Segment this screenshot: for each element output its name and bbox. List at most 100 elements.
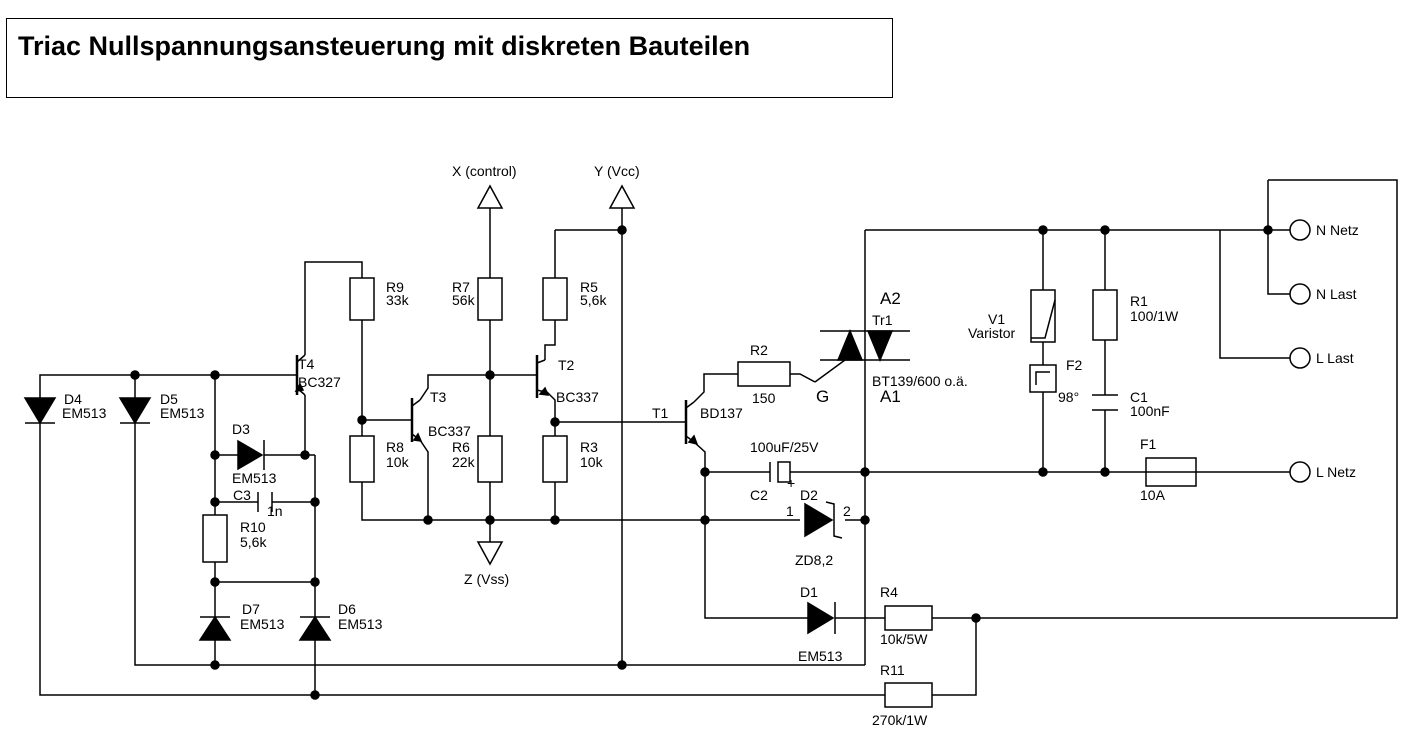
diode-d4: D4 EM513: [23, 391, 107, 425]
t3-value: BC337: [428, 423, 471, 439]
r3-value: 10k: [580, 454, 604, 470]
zener-diode-d2: D2 1 2 ZD8,2: [786, 487, 851, 568]
transistor-t1: T1 BD137: [652, 400, 743, 446]
d5-value: EM513: [160, 405, 205, 421]
d5-name: D5: [160, 391, 178, 407]
terminal-l-last: L Last: [1289, 347, 1354, 369]
v1-value: Varistor: [968, 325, 1016, 341]
port-y-label: Y (Vcc): [594, 163, 640, 179]
r8-name: R8: [386, 439, 404, 455]
terminal-l-netz-label: L Netz: [1316, 464, 1356, 480]
d6-name: D6: [338, 601, 356, 617]
junction-dots: [130, 225, 1273, 700]
t1-value: BD137: [700, 405, 743, 421]
d1-name: D1: [800, 584, 818, 600]
r2-name: R2: [750, 342, 768, 358]
transistor-t2: T2 BC337: [535, 355, 599, 405]
r9-value: 33k: [386, 292, 410, 308]
resistor-r8: R8 10k: [349, 435, 410, 483]
d2-pin1: 1: [786, 503, 794, 519]
diode-d6: D6 EM513: [298, 601, 383, 641]
t4-name: T4: [298, 356, 315, 372]
r6-name: R6: [452, 439, 470, 455]
r8-value: 10k: [386, 454, 410, 470]
c3-name: C3: [233, 487, 251, 503]
d7-name: D7: [242, 601, 260, 617]
terminal-l-netz: L Netz: [1289, 461, 1356, 483]
r4-value: 10k/5W: [880, 631, 928, 647]
r7-name: R7: [452, 279, 470, 295]
transistor-t4: T4 BC327: [294, 354, 341, 396]
port-z-label: Z (Vss): [464, 571, 509, 587]
capacitor-c1: C1 100nF: [1092, 389, 1170, 419]
port-z: Z (Vss): [464, 541, 509, 587]
thermal-fuse-f2: F2 98°: [1029, 357, 1083, 405]
triac-tr1: A2 Tr1 BT139/600 o.ä. A1 G: [814, 289, 968, 406]
resistor-r9: R9 33k: [349, 277, 410, 321]
t1-name: T1: [652, 405, 669, 421]
wires: [39, 179, 1398, 696]
resistor-r7: R7 56k: [452, 277, 503, 321]
r4-name: R4: [880, 584, 898, 600]
tr1-g: G: [816, 387, 829, 406]
r9-name: R9: [386, 279, 404, 295]
r2-value: 150: [752, 390, 776, 406]
d4-name: D4: [64, 391, 82, 407]
tr1-name: Tr1: [872, 312, 893, 328]
terminal-n-last-label: N Last: [1316, 286, 1357, 302]
c1-value: 100nF: [1130, 403, 1170, 419]
tr1-a2: A2: [880, 289, 901, 308]
t3-name: T3: [430, 389, 447, 405]
r5-name: R5: [580, 279, 598, 295]
transistor-t3: T3 BC337: [410, 389, 471, 442]
title-box: [6, 18, 893, 98]
d6-value: EM513: [338, 616, 383, 632]
c2-value: 100uF/25V: [750, 439, 819, 455]
page-title: Triac Nullspannungsansteuerung mit diskr…: [18, 31, 751, 61]
fuse-f1: F1 10A: [1140, 436, 1197, 503]
r1-value: 100/1W: [1130, 308, 1179, 324]
t4-value: BC327: [298, 374, 341, 390]
diode-d3: D3 EM513: [232, 421, 277, 486]
r10-name: R10: [240, 519, 266, 535]
resistor-r11: R11 270k/1W: [872, 662, 933, 728]
d3-value: EM513: [232, 470, 277, 486]
resistor-r6: R6 22k: [452, 435, 503, 483]
r3-name: R3: [580, 439, 598, 455]
d4-value: EM513: [62, 405, 107, 421]
capacitor-c3: C3 1n: [233, 487, 283, 519]
f2-name: F2: [1066, 357, 1083, 373]
diode-d7: D7 EM513: [198, 601, 285, 641]
r11-name: R11: [880, 662, 905, 678]
resistor-r5: R5 5,6k: [542, 277, 607, 321]
r7-value: 56k: [452, 292, 476, 308]
d2-name: D2: [800, 487, 818, 503]
r10-value: 5,6k: [240, 534, 267, 550]
diode-d1: D1 EM513: [798, 584, 843, 664]
resistor-r10: R10 5,6k: [202, 514, 267, 563]
d7-value: EM513: [240, 616, 285, 632]
diode-d5: D5 EM513: [118, 391, 205, 425]
v1-name: V1: [988, 311, 1005, 327]
d2-value: ZD8,2: [795, 552, 833, 568]
r11-value: 270k/1W: [872, 712, 928, 728]
r5-value: 5,6k: [580, 292, 607, 308]
t2-value: BC337: [556, 389, 599, 405]
port-y: Y (Vcc): [594, 163, 640, 209]
resistor-r2: R2 150: [737, 342, 791, 406]
d3-name: D3: [232, 421, 250, 437]
d2-pin2: 2: [843, 503, 851, 519]
r1-name: R1: [1130, 293, 1148, 309]
terminal-l-last-label: L Last: [1316, 350, 1354, 366]
d1-value: EM513: [798, 648, 843, 664]
port-x: X (control): [452, 163, 517, 209]
tr1-value: BT139/600 o.ä.: [872, 373, 968, 389]
capacitor-c2: 100uF/25V C2 +: [750, 439, 819, 503]
c3-value: 1n: [267, 503, 283, 519]
f2-value: 98°: [1058, 389, 1079, 405]
resistor-r3: R3 10k: [542, 435, 604, 483]
f1-name: F1: [1140, 436, 1157, 452]
terminal-n-netz: N Netz: [1289, 219, 1359, 241]
varistor-v1: V1 Varistor: [968, 289, 1056, 343]
